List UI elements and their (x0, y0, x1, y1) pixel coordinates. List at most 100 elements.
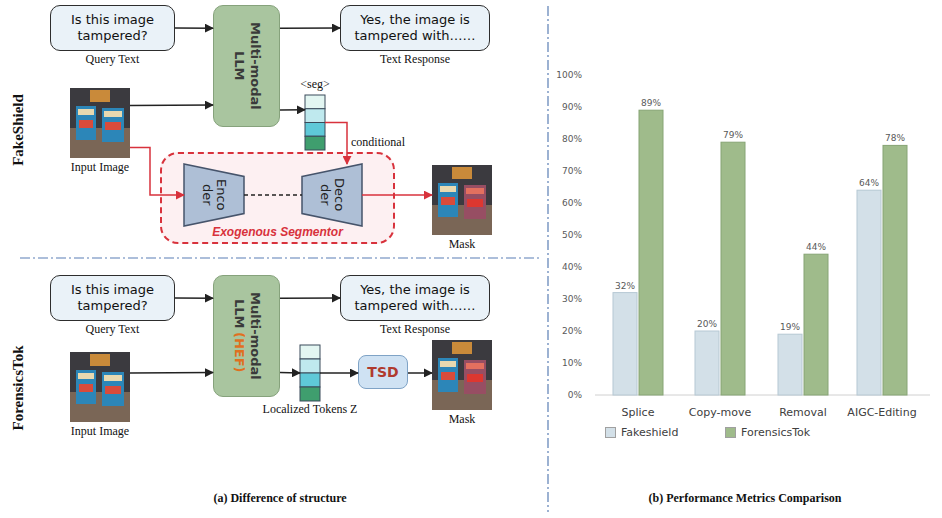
image-caption: Input Image (71, 424, 129, 439)
token-stack: Localized Tokens Z (300, 345, 320, 401)
subfigure-caption: (b) Performance Metrics Comparison (649, 491, 842, 506)
token-cell (300, 387, 320, 401)
token-caption: <seg> (300, 77, 330, 92)
axis-tick: 40% (562, 262, 582, 272)
image-node: Input Image (70, 88, 130, 158)
mask-photo (432, 340, 492, 410)
mask-node: Mask (432, 340, 492, 410)
connector (320, 372, 358, 374)
connector (362, 194, 432, 196)
value-label: 19% (780, 322, 800, 332)
bar (613, 293, 637, 395)
category-label: Splice (622, 406, 655, 419)
section-title: FakeShield (10, 94, 27, 166)
section-title: ForensicsTok (10, 345, 27, 430)
axis-tick: 0% (568, 390, 582, 400)
value-label: 64% (859, 178, 879, 188)
query-box: Is this image tampered?Query Text (50, 5, 175, 51)
rect-element (464, 360, 486, 394)
axis-tick: 90% (562, 102, 582, 112)
decoder-trapezoid: Deco der (302, 164, 362, 226)
panel-divider (547, 6, 548, 512)
use-element (432, 165, 492, 235)
connector (130, 148, 184, 196)
axis-tick: 30% (562, 294, 582, 304)
connector (325, 123, 347, 165)
connector (408, 372, 432, 374)
legend-text: Fakeshield (621, 426, 678, 439)
connector (175, 27, 213, 29)
subfigure-caption: (a) Difference of structure (213, 491, 346, 506)
input-photo (70, 88, 130, 158)
legend-swatch (725, 427, 736, 438)
token-cell (305, 95, 325, 109)
image-node: Input Image (70, 352, 130, 422)
axis-tick: 10% (562, 358, 582, 368)
axis-tick: 20% (562, 326, 582, 336)
llm-box: Multi-modal LLM(HEF) (213, 275, 280, 397)
legend-item: Fakeshield (605, 426, 678, 439)
token-cell (300, 373, 320, 387)
category-label: Copy-move (689, 406, 751, 419)
token-cell (305, 109, 325, 123)
category-label: Removal (779, 406, 827, 419)
region-title: Exogenous Segmentor (162, 225, 393, 239)
box-caption: Query Text (86, 52, 140, 67)
token-shape (305, 95, 325, 150)
connector (130, 104, 213, 106)
connector (280, 109, 305, 111)
legend-swatch (605, 427, 616, 438)
trapezoid-outline (184, 164, 244, 226)
value-label: 89% (641, 98, 661, 108)
response-box: Yes, the image is tampered with……Text Re… (340, 5, 490, 51)
tsd-box: TSD (358, 355, 408, 389)
connector (130, 372, 213, 374)
encoder-trapezoid: Enco der (184, 164, 244, 226)
token-cell (305, 123, 325, 137)
llm-box: Multi-modal LLM (213, 5, 280, 127)
module-name: Enco der (200, 175, 229, 215)
connector (280, 297, 340, 299)
box-text: Is this image tampered? (57, 12, 168, 43)
token-cell (300, 359, 320, 373)
connector (244, 194, 302, 196)
token-caption: Localized Tokens Z (258, 403, 363, 417)
token-stack: <seg> (305, 95, 325, 150)
box-text: Is this image tampered? (57, 282, 168, 313)
box-caption: Query Text (86, 322, 140, 337)
legend-item: ForensicsTok (725, 426, 810, 439)
mask-node: Mask (432, 165, 492, 235)
module-name: TSD (367, 364, 398, 380)
bar (778, 334, 802, 395)
value-label: 78% (885, 133, 905, 143)
box-caption: Text Response (380, 322, 450, 337)
image-caption: Mask (449, 237, 476, 252)
token-shape (300, 345, 320, 401)
bar (639, 110, 663, 395)
box-text: Yes, the image is tampered with…… (347, 12, 483, 43)
connector (175, 297, 213, 299)
axis-tick: 60% (562, 198, 582, 208)
edge-label: conditional (351, 135, 405, 150)
bar (883, 145, 907, 395)
bar-group (613, 110, 907, 395)
mask-photo (432, 165, 492, 235)
axis-tick: 70% (562, 166, 582, 176)
module-name: Deco der (318, 175, 347, 215)
value-label: 79% (723, 130, 743, 140)
query-box: Is this image tampered?Query Text (50, 275, 175, 321)
module-name: Multi-modal LLM (232, 22, 263, 110)
box-text: Yes, the image is tampered with…… (347, 282, 483, 313)
connector (280, 27, 340, 29)
segmentor-region: Exogenous Segmentor Enco der Deco der (160, 152, 395, 244)
section-divider (20, 257, 540, 258)
image-caption: Mask (449, 412, 476, 427)
axis-tick: 50% (562, 230, 582, 240)
rect-element (464, 185, 486, 219)
value-label: 20% (697, 319, 717, 329)
llm-label: Multi-modal LLM(HEF) (230, 284, 263, 388)
trapezoid-outline (302, 164, 362, 226)
value-label: 32% (615, 281, 635, 291)
